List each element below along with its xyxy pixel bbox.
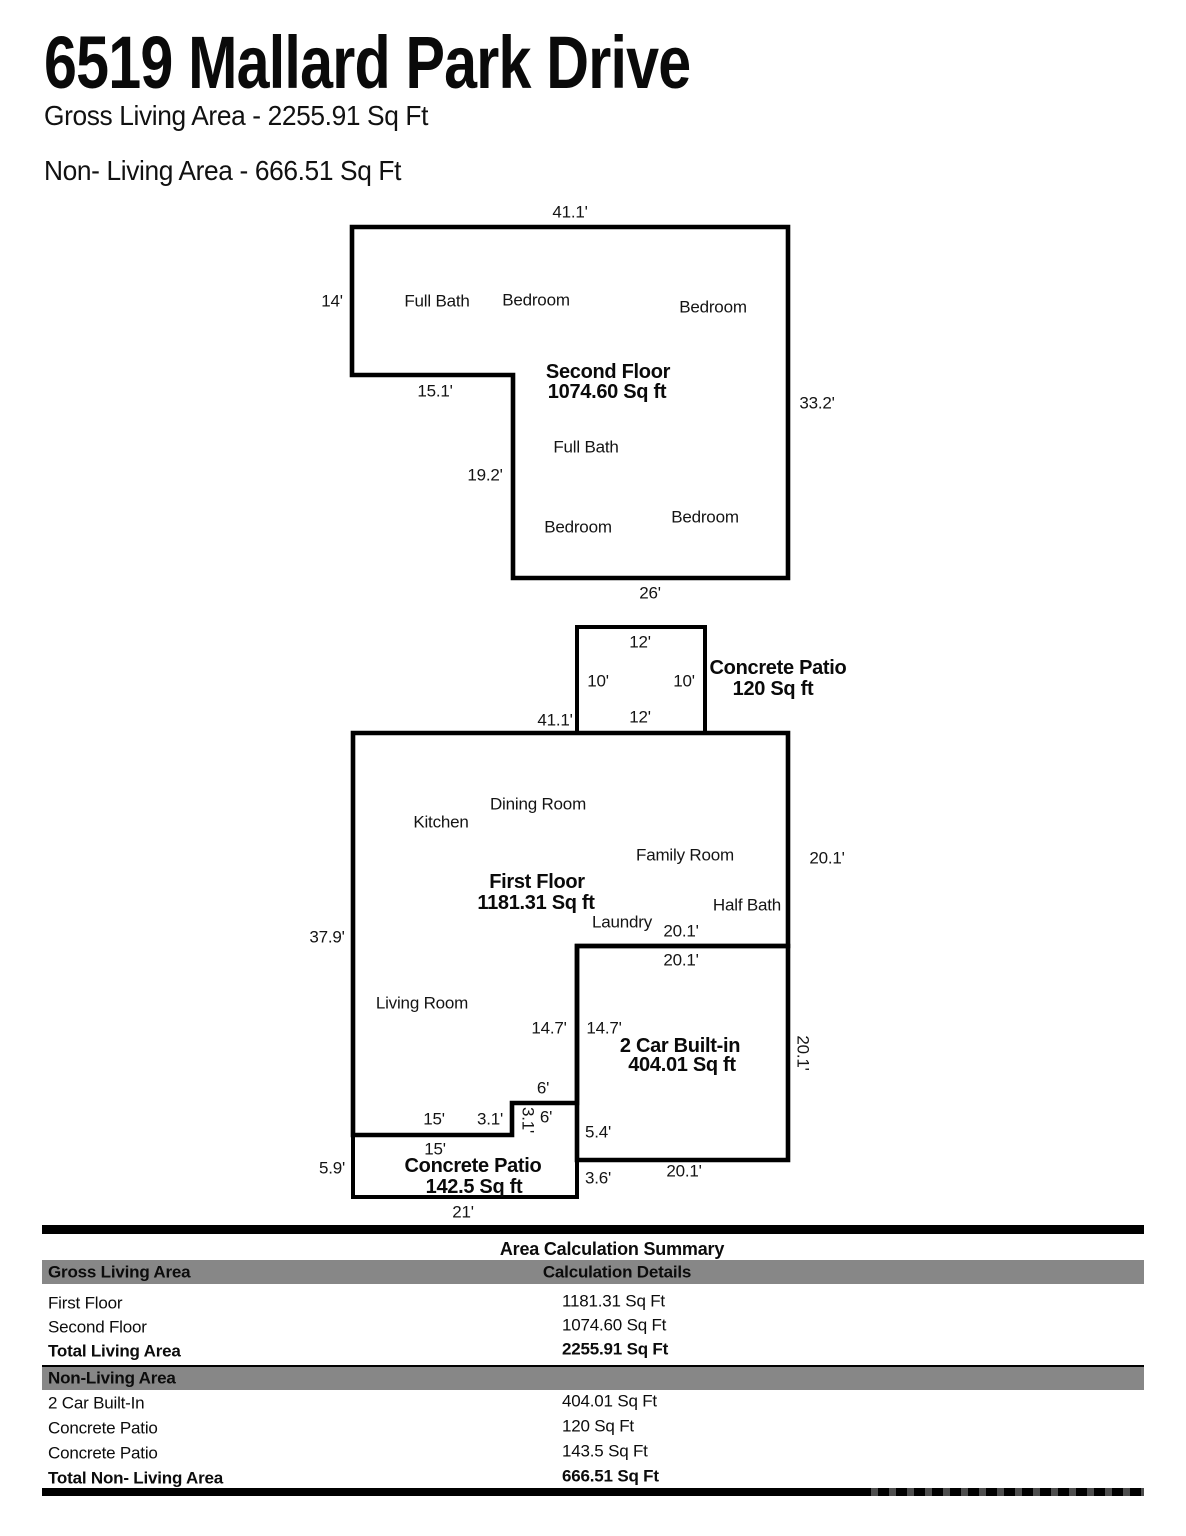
ff-dim-bottom-step: 3.1'	[476, 1109, 504, 1129]
sf-dim-step: 15.1'	[417, 381, 453, 401]
sf-room-bedroom-upper-right: Bedroom	[679, 297, 747, 317]
sf-room-bedroom-lower-left: Bedroom	[544, 517, 612, 537]
sf-dim-bottom: 26'	[639, 583, 661, 603]
ff-room-dining: Dining Room	[489, 794, 587, 814]
patio-upper-dim-right: 10'	[673, 671, 695, 691]
summary-title: Area Calculation Summary	[499, 1239, 725, 1259]
row-value: 1181.31 Sq Ft	[562, 1291, 665, 1311]
sf-room-bedroom-upper-left: Bedroom	[502, 290, 570, 310]
ff-room-half-bath: Half Bath	[712, 895, 782, 915]
summary-header-gross-living: Gross Living Area	[48, 1262, 191, 1282]
row-value: 404.01 Sq Ft	[562, 1391, 657, 1411]
garage-dim-left: 14.7'	[586, 1018, 622, 1038]
garage-dim-right: 20.1'	[793, 1035, 813, 1071]
patio-lower-dim-notch-vert: 3.1'	[518, 1106, 538, 1134]
patio-upper-area: 120 Sq ft	[732, 678, 814, 700]
ff-dim-top: 41.1'	[537, 710, 573, 730]
ff-dim-right: 20.1'	[809, 848, 845, 868]
row-label: Concrete Patio	[48, 1443, 158, 1463]
sf-dim-left: 14'	[321, 291, 343, 311]
patio-lower-name: Concrete Patio	[404, 1155, 542, 1177]
row-label: First Floor	[48, 1293, 123, 1313]
patio-lower-area: 142.5 Sq ft	[425, 1176, 523, 1198]
summary-top-divider	[42, 1225, 1144, 1234]
ff-dim-left-wall-lower: 14.7'	[531, 1018, 567, 1038]
summary-nonliving-header-band	[42, 1365, 1144, 1390]
patio-upper-dim-bottom: 12'	[629, 707, 651, 727]
sf-room-bedroom-lower-right: Bedroom	[671, 507, 739, 527]
patio-lower-dim-top: 15'	[424, 1139, 446, 1159]
row-label: Total Non- Living Area	[48, 1468, 224, 1488]
sf-room-full-bath-lower: Full Bath	[553, 437, 619, 457]
row-value: 1074.60 Sq Ft	[562, 1315, 667, 1335]
row-value: 2255.91 Sq Ft	[562, 1339, 669, 1359]
summary-header-non-living: Non-Living Area	[48, 1368, 176, 1388]
patio-lower-dim-left: 5.9'	[318, 1158, 346, 1178]
subtitle-non-living: Non- Living Area - 666.51 Sq Ft	[44, 155, 402, 186]
watermark-dashes	[860, 1488, 1144, 1496]
ff-room-family: Family Room	[636, 845, 734, 865]
ff-dim-garage-wall-lower: 20.1'	[663, 950, 699, 970]
ff-room-living: Living Room	[375, 993, 469, 1013]
sf-dim-right: 33.2'	[799, 393, 835, 413]
ff-dim-garage-wall-upper: 20.1'	[663, 921, 699, 941]
patio-lower-dim-notch-horiz: 6'	[539, 1107, 553, 1127]
ff-room-kitchen: Kitchen	[413, 812, 469, 832]
summary-bottom-divider	[42, 1488, 1144, 1496]
sf-dim-top: 41.1'	[552, 202, 588, 222]
ff-dim-left: 37.9'	[309, 927, 345, 947]
sf-name: Second Floor	[545, 361, 671, 383]
summary-header-calculation-details: Calculation Details	[542, 1262, 692, 1282]
ff-area: 1181.31 Sq ft	[477, 892, 595, 914]
row-label: Concrete Patio	[48, 1418, 158, 1438]
garage-name: 2 Car Built-in	[619, 1035, 741, 1057]
ff-name: First Floor	[489, 871, 585, 893]
lower-concrete-patio-outline	[351, 1101, 579, 1199]
ff-dim-step-top: 6'	[536, 1078, 550, 1098]
row-label: Total Living Area	[48, 1341, 181, 1361]
sf-room-full-bath-upper: Full Bath	[404, 291, 470, 311]
sf-area: 1074.60 Sq ft	[547, 381, 667, 403]
summary-gross-header-band	[42, 1260, 1144, 1284]
patio-upper-name: Concrete Patio	[709, 657, 847, 679]
ff-room-laundry: Laundry	[591, 912, 653, 932]
row-label: 2 Car Built-In	[48, 1393, 145, 1413]
row-value: 666.51 Sq Ft	[562, 1466, 659, 1486]
garage-outline	[574, 943, 791, 1163]
garage-area: 404.01 Sq ft	[628, 1054, 736, 1076]
patio-lower-dim-right: 3.6'	[584, 1168, 612, 1188]
row-value: 143.5 Sq Ft	[562, 1441, 648, 1461]
page-title: 6519 Mallard Park Drive	[44, 21, 691, 104]
row-label: Second Floor	[48, 1317, 147, 1337]
garage-dim-left-lower: 5.4'	[584, 1122, 612, 1142]
sf-dim-inner: 19.2'	[467, 465, 503, 485]
ff-dim-bottom-left: 15'	[423, 1109, 445, 1129]
patio-upper-dim-left: 10'	[587, 671, 609, 691]
second-floor-outline	[349, 224, 791, 581]
garage-dim-bottom: 20.1'	[666, 1161, 702, 1181]
patio-upper-dim-top: 12'	[629, 632, 651, 652]
row-value: 120 Sq Ft	[562, 1416, 634, 1436]
subtitle-gross-living: Gross Living Area - 2255.91 Sq Ft	[44, 100, 429, 131]
patio-lower-dim-bottom: 21'	[452, 1202, 474, 1222]
